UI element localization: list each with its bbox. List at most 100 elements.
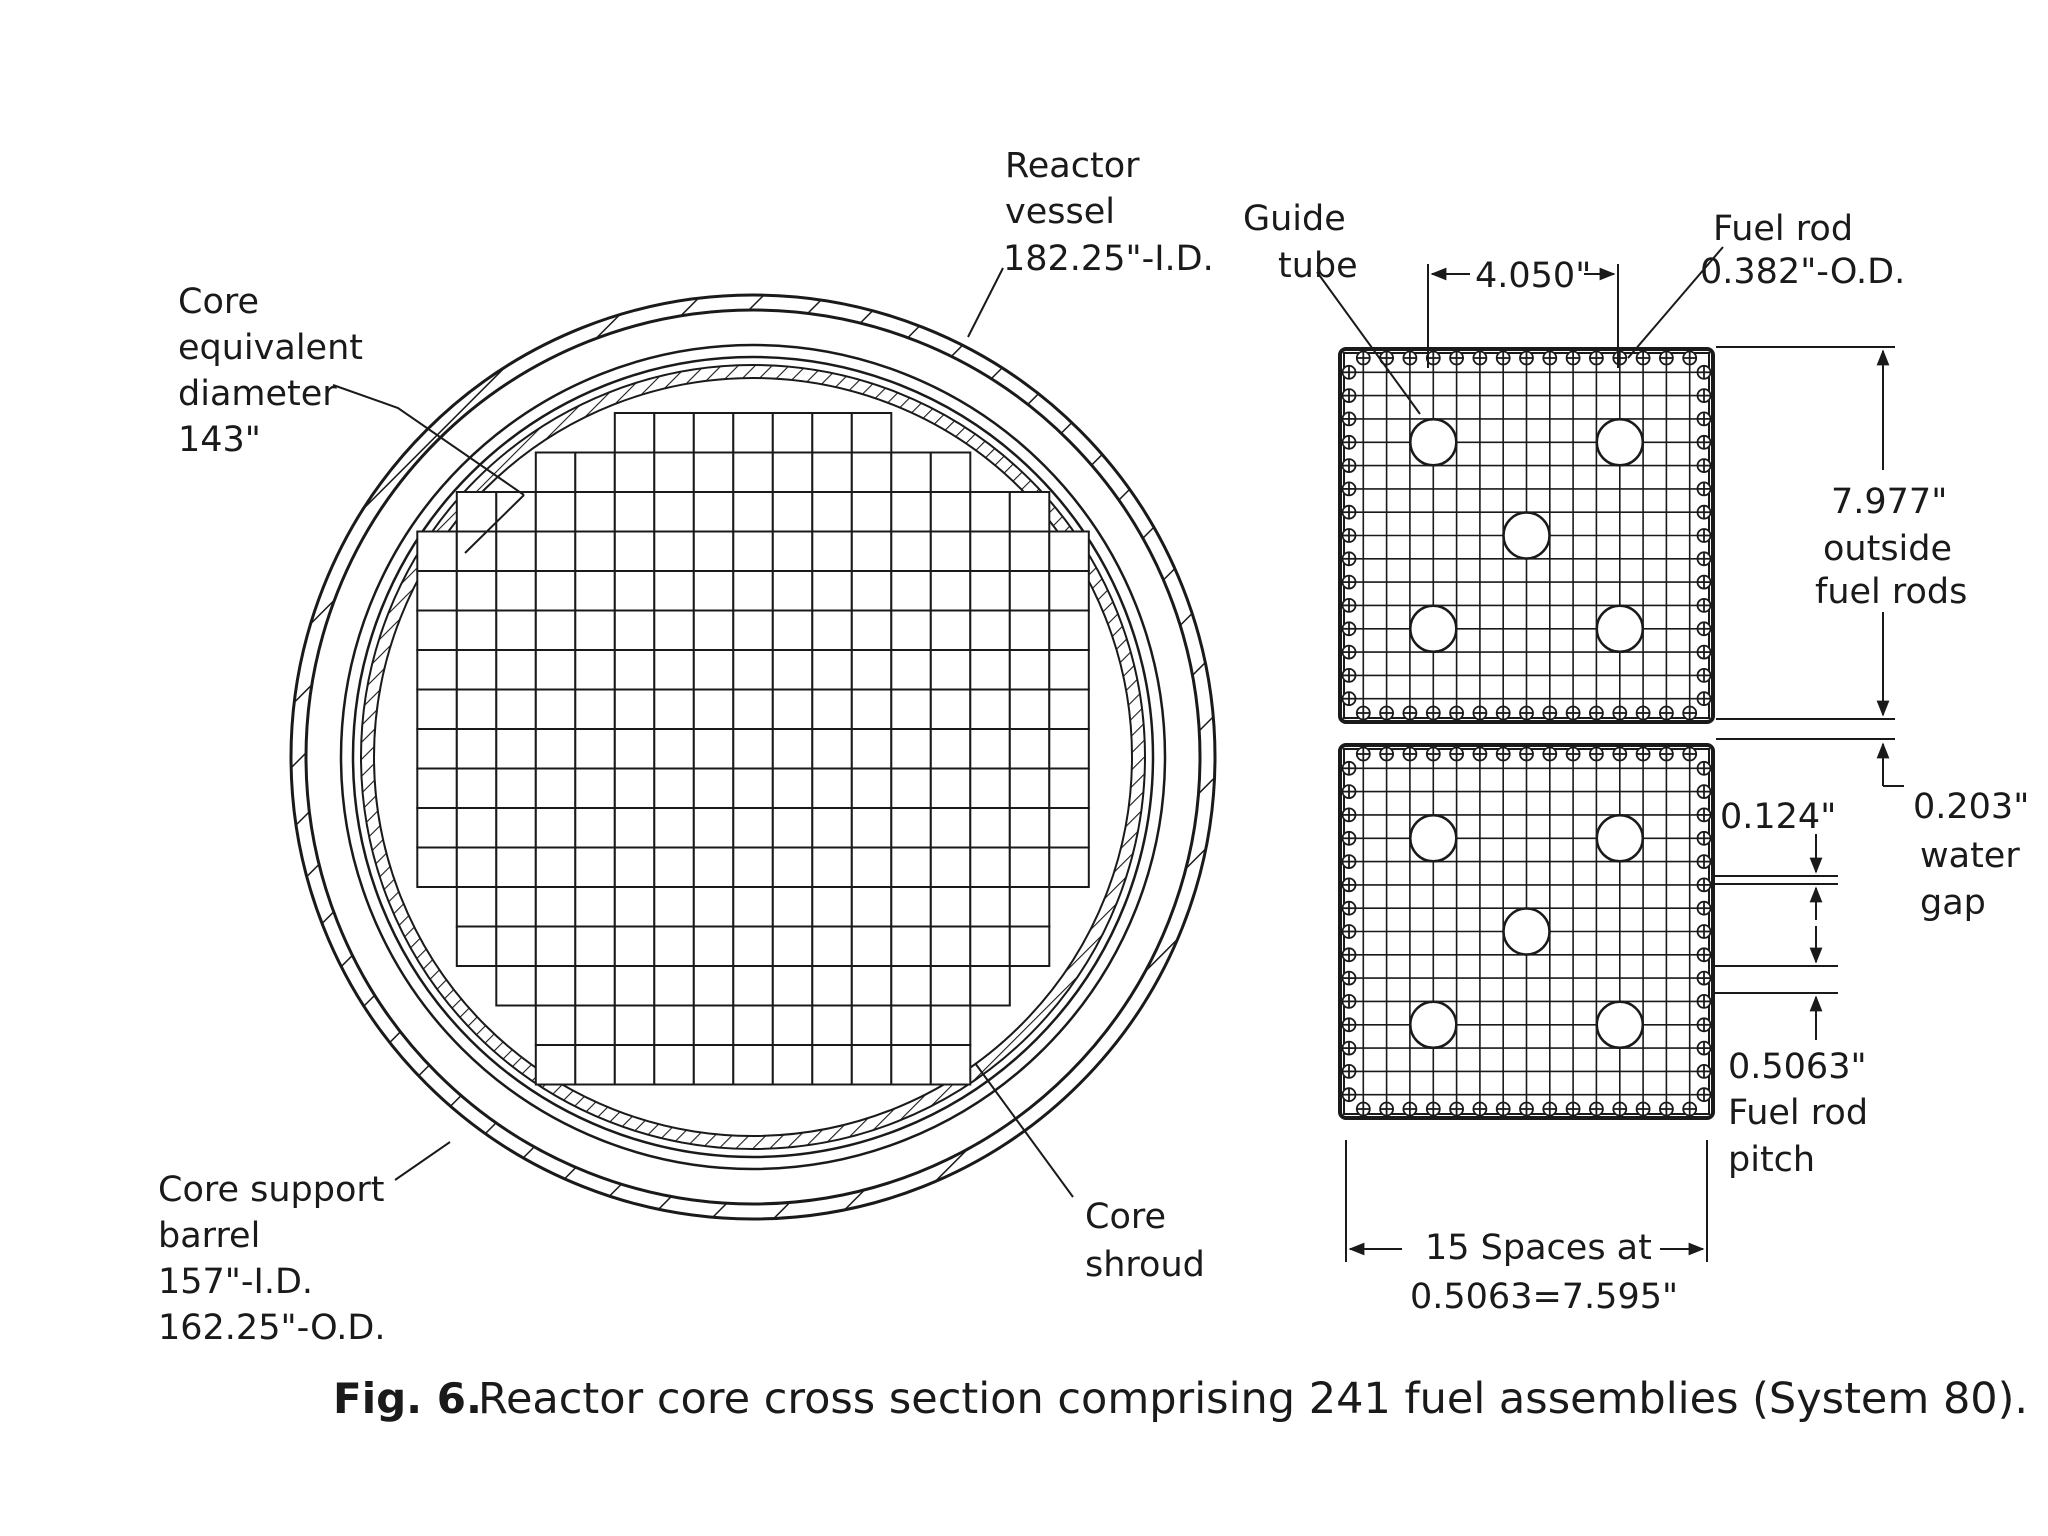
- core-fuel-assembly: [1008, 807, 1051, 849]
- core-fuel-assembly: [1008, 925, 1051, 967]
- leader-reactor-vessel: [967, 267, 1004, 338]
- core-fuel-assembly: [613, 649, 656, 691]
- label-spaces: 15 Spaces at 0.5063=7.595": [1410, 1228, 1678, 1317]
- core-fuel-assembly: [811, 649, 853, 691]
- core-fuel-assembly: [653, 609, 695, 651]
- core-fuel-assembly: [969, 807, 1011, 849]
- core-fuel-assembly: [613, 412, 656, 454]
- core-fuel-assembly: [495, 688, 537, 730]
- core-fuel-assembly: [455, 886, 498, 928]
- dimension-lines: [1345, 264, 1904, 1262]
- core-fuel-assembly: [850, 925, 893, 967]
- core-fuel-assembly: [929, 491, 972, 533]
- fuel-assembly-bottom: [1338, 743, 1715, 1120]
- label-fuel-rod-pitch: 0.5063" Fuel rod pitch: [1728, 1047, 1868, 1180]
- core-fuel-assembly: [692, 570, 735, 612]
- core-fuel-assembly: [534, 965, 577, 1007]
- core-fuel-assembly: [890, 688, 932, 730]
- core-fuel-assembly: [495, 965, 537, 1007]
- core-fuel-assembly: [890, 767, 932, 809]
- guide-tube: [1595, 604, 1645, 654]
- core-fuel-assembly: [455, 767, 498, 809]
- core-fuel-assembly: [850, 965, 893, 1007]
- core-fuel-assembly: [534, 1044, 577, 1086]
- label-core-diameter-line2: equivalent: [178, 328, 363, 368]
- core-fuel-assembly: [771, 688, 814, 730]
- core-fuel-assembly: [653, 1044, 695, 1086]
- core-fuel-assembly: [732, 570, 774, 612]
- core-fuel-assembly: [850, 1004, 893, 1046]
- core-fuel-assembly: [732, 412, 774, 454]
- core-fuel-assembly: [692, 688, 735, 730]
- core-fuel-assembly: [574, 807, 616, 849]
- core-fuel-assembly: [574, 530, 616, 572]
- core-fuel-assembly: [890, 570, 932, 612]
- core-fuel-assembly: [653, 570, 695, 612]
- core-fuel-assembly: [732, 767, 774, 809]
- core-fuel-assembly: [811, 767, 853, 809]
- core-fuel-assembly: [416, 688, 458, 730]
- core-fuel-assembly: [732, 728, 774, 770]
- core-fuel-assembly: [692, 491, 735, 533]
- core-fuel-assembly: [534, 609, 577, 651]
- core-fuel-assembly: [495, 925, 537, 967]
- core-assembly-grid: [416, 412, 1090, 1086]
- leader-core-support-barrel: [394, 1141, 451, 1181]
- label-fuel-rod-line1: Fuel rod: [1713, 209, 1853, 249]
- perimeter-fuel-rods: [1341, 746, 1712, 1117]
- core-fuel-assembly: [811, 1044, 853, 1086]
- core-fuel-assembly: [771, 728, 814, 770]
- core-fuel-assembly: [692, 530, 735, 572]
- label-core-support-barrel: Core support barrel 157"-I.D. 162.25"-O.…: [158, 1170, 386, 1348]
- core-fuel-assembly: [692, 412, 735, 454]
- core-fuel-assembly: [692, 1044, 735, 1086]
- core-fuel-assembly: [613, 728, 656, 770]
- core-fuel-assembly: [455, 609, 498, 651]
- core-fuel-assembly: [534, 1004, 577, 1046]
- core-fuel-assembly: [890, 846, 932, 888]
- core-fuel-assembly: [574, 609, 616, 651]
- core-fuel-assembly: [692, 609, 735, 651]
- core-fuel-assembly: [692, 728, 735, 770]
- core-fuel-assembly: [495, 649, 537, 691]
- core-fuel-assembly: [969, 965, 1011, 1007]
- core-fuel-assembly: [1048, 767, 1090, 809]
- label-core-diameter-line1: Core: [178, 282, 259, 322]
- core-fuel-assembly: [495, 570, 537, 612]
- core-fuel-assembly: [574, 451, 616, 493]
- core-fuel-assembly: [416, 649, 458, 691]
- label-guide-tube-spacing: 4.050": [1475, 256, 1591, 296]
- label-7977-line2: outside: [1823, 529, 1952, 569]
- core-fuel-assembly: [811, 451, 853, 493]
- core-fuel-assembly: [969, 530, 1011, 572]
- core-fuel-assembly: [534, 688, 577, 730]
- core-fuel-assembly: [613, 451, 656, 493]
- core-fuel-assembly: [811, 886, 853, 928]
- guide-tube: [1409, 1000, 1458, 1050]
- core-fuel-assembly: [534, 491, 577, 533]
- core-fuel-assembly: [771, 1044, 814, 1086]
- core-fuel-assembly: [929, 609, 972, 651]
- core-fuel-assembly: [574, 767, 616, 809]
- core-fuel-assembly: [534, 846, 577, 888]
- core-fuel-assembly: [969, 649, 1011, 691]
- leader-core-diameter: [332, 384, 525, 496]
- core-fuel-assembly: [969, 609, 1011, 651]
- core-fuel-assembly: [534, 807, 577, 849]
- core-fuel-assembly: [771, 570, 814, 612]
- core-fuel-assembly: [455, 649, 498, 691]
- core-fuel-assembly: [1008, 688, 1051, 730]
- label-shroud-line2: shroud: [1085, 1245, 1205, 1285]
- core-fuel-assembly: [890, 451, 932, 493]
- core-fuel-assembly: [811, 965, 853, 1007]
- core-fuel-assembly: [890, 925, 932, 967]
- core-fuel-assembly: [574, 886, 616, 928]
- guide-tube: [1595, 814, 1645, 863]
- core-fuel-assembly: [455, 728, 498, 770]
- core-fuel-assembly: [929, 925, 972, 967]
- core-fuel-assembly: [416, 846, 458, 888]
- core-fuel-assembly: [732, 925, 774, 967]
- core-fuel-assembly: [574, 1004, 616, 1046]
- label-water-gap-line1: 0.203": [1913, 787, 2029, 827]
- label-barrel-line1: Core support: [158, 1170, 385, 1210]
